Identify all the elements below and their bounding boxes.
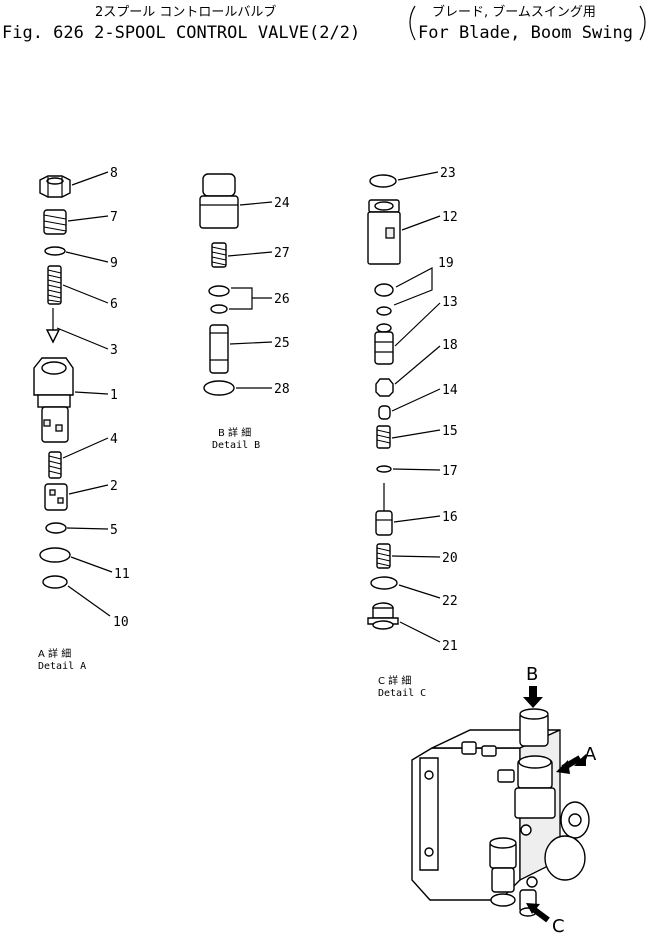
detail-b-label-en: Detail B [212,440,260,451]
paren-right [639,5,646,41]
part-rings-19 [374,283,394,316]
detail-c-label-en: Detail C [378,688,426,699]
callout-23: 23 [440,166,456,181]
svg-text:C: C [552,916,565,937]
title-en: Fig. 626 2-SPOOL CONTROL VALVE(2/2) [2,23,360,43]
part-cap-7 [43,209,67,235]
callout-14: 14 [442,383,458,398]
part-spool-25 [209,324,229,374]
callout-4: 4 [110,432,118,447]
callout-9: 9 [110,256,118,271]
part-ring-5 [45,522,67,534]
callout-6: 6 [110,297,118,312]
callout-7: 7 [110,210,118,225]
callout-13: 13 [442,295,458,310]
detail-a-callouts: 8 7 9 6 3 1 4 2 5 11 10 [56,166,130,630]
part-ball-14 [378,405,391,420]
view-arrow-a: A [556,744,597,774]
part-spring-4 [48,451,62,479]
detail-c-parts [367,174,401,630]
part-rings-26 [208,285,230,314]
part-piston-13 [374,323,394,365]
detail-a-label-jp: A 詳 細 [38,647,71,660]
callout-5: 5 [110,523,118,538]
part-nut-18 [375,378,394,397]
callout-19: 19 [438,256,454,271]
part-oring-11 [39,547,71,563]
part-spring-27 [211,242,227,268]
part-plug-24 [199,173,239,229]
detail-b-callouts: 24 27 26 25 28 [227,196,290,397]
svg-text:A: A [584,744,597,765]
detail-c-label-jp: C 詳 細 [378,674,411,687]
callout-17: 17 [442,464,458,479]
part-oring-9 [44,246,66,256]
callout-2: 2 [110,479,118,494]
part-spring-20 [376,543,391,569]
subtitle-jp: ブレード, ブームスイング用 [432,4,596,20]
callout-1: 1 [110,388,118,403]
detail-b-parts [199,173,239,396]
callout-21: 21 [442,639,458,654]
paren-left [409,5,416,41]
callout-20: 20 [442,551,458,566]
part-plug-21 [367,602,399,630]
callout-12: 12 [442,210,458,225]
detail-b-label-jp: B 詳 細 [218,426,251,439]
part-needle-3 [45,308,61,344]
callout-26: 26 [274,292,290,307]
part-body-1 [33,357,74,443]
detail-a-parts [33,175,74,589]
callout-24: 24 [274,196,290,211]
callout-11: 11 [114,567,130,582]
part-needle-16 [375,483,393,536]
part-spring-6 [47,265,62,305]
part-sleeve-12 [367,199,401,265]
subtitle-en: For Blade, Boom Swing [418,23,633,43]
part-oring-22 [370,576,398,590]
callout-28: 28 [274,382,290,397]
part-spring-15 [376,425,391,449]
header: 2スプール コントロールバルブ Fig. 626 2-SPOOL CONTROL… [2,4,646,43]
svg-text:B: B [526,664,538,685]
part-poppet-2 [44,483,68,511]
detail-c-callouts: 23 12 19 13 18 14 15 17 16 20 22 21 [391,166,458,654]
view-arrow-b: B [523,664,543,708]
title-jp: 2スプール コントロールバルブ [95,4,276,20]
valve-assembly [411,708,590,917]
callout-25: 25 [274,336,290,351]
part-nut-8 [39,175,71,198]
callout-18: 18 [442,338,458,353]
callout-27: 27 [274,246,290,261]
part-oring-23 [369,174,397,188]
part-oring-28 [203,380,235,396]
callout-15: 15 [442,424,458,439]
callout-3: 3 [110,343,118,358]
callout-16: 16 [442,510,458,525]
part-oring-17 [376,465,392,473]
callout-22: 22 [442,594,458,609]
callout-10: 10 [113,615,129,630]
callout-8: 8 [110,166,118,181]
part-oring-10 [42,575,68,589]
detail-a-label-en: Detail A [38,661,86,672]
view-arrow-c: C [526,903,565,937]
